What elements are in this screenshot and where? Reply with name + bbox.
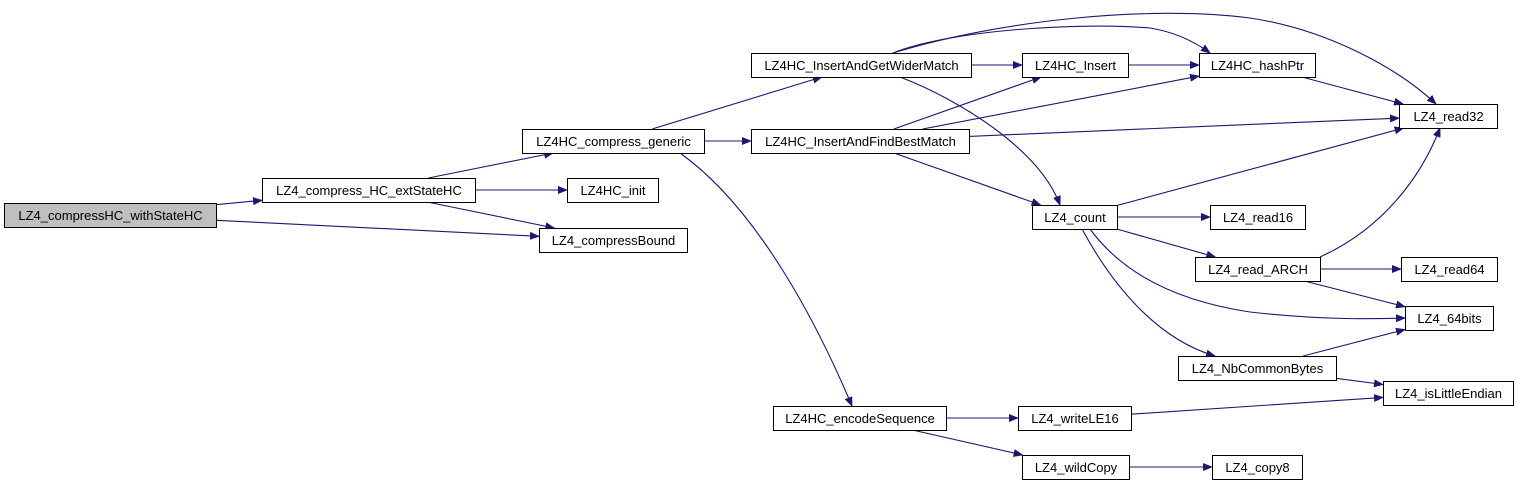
node-label: LZ4_read16	[1223, 210, 1293, 225]
edge-nbCommon-to-littleEndian	[1335, 377, 1384, 388]
node-box	[1210, 205, 1306, 230]
node-label: LZ4_isLittleEndian	[1395, 386, 1502, 401]
node-generic[interactable]: LZ4HC_compress_generic	[522, 129, 705, 154]
node-box	[1022, 455, 1130, 480]
edge-count-to-readArch	[1116, 228, 1217, 259]
node-box	[539, 228, 688, 253]
node-label: LZ4_compressHC_withStateHC	[18, 208, 202, 223]
edge-encodeSeq-to-wildCopy	[912, 429, 1024, 457]
node-readArch[interactable]: LZ4_read_ARCH	[1195, 257, 1321, 282]
edge-generic-to-encodeSeq	[679, 152, 853, 407]
node-label: LZ4HC_InsertAndGetWiderMatch	[764, 58, 958, 73]
node-label: LZ4_compressBound	[552, 233, 676, 248]
node-box	[1022, 53, 1129, 78]
node-label: LZ4HC_encodeSequence	[785, 411, 935, 426]
edges-layer	[215, 12, 1441, 471]
edge-withStateHC-to-extStateHC	[215, 197, 263, 206]
node-box	[1199, 53, 1316, 78]
node-label: LZ4_read32	[1413, 109, 1483, 124]
node-box	[773, 406, 947, 431]
edge-bestMatch-to-hc_insert	[893, 76, 1043, 130]
node-box	[1401, 257, 1498, 282]
node-box	[1405, 306, 1494, 331]
node-read16[interactable]: LZ4_read16	[1210, 205, 1306, 230]
edge-extStateHC-to-compressBound	[427, 201, 556, 231]
node-label: LZ4_copy8	[1225, 460, 1289, 475]
node-hc_init[interactable]: LZ4HC_init	[567, 178, 659, 203]
edge-count-to-nbCommon	[1081, 228, 1216, 358]
edge-readArch-to-read32	[1319, 127, 1441, 258]
edge-widerMatch-to-read32	[892, 12, 1437, 105]
edge-bestMatch-to-count	[893, 152, 1042, 206]
node-box	[262, 178, 476, 203]
node-read64[interactable]: LZ4_read64	[1401, 257, 1498, 282]
node-label: LZ4HC_hashPtr	[1211, 58, 1305, 73]
node-label: LZ4_64bits	[1417, 311, 1482, 326]
node-label: LZ4HC_Insert	[1035, 58, 1116, 73]
node-box	[567, 178, 659, 203]
edge-bestMatch-to-read32	[968, 114, 1400, 137]
edge-hashPtr-to-read32	[1301, 76, 1405, 106]
node-label: LZ4_read_ARCH	[1208, 262, 1308, 277]
node-writeLE16[interactable]: LZ4_writeLE16	[1018, 406, 1132, 431]
node-box	[751, 53, 972, 78]
node-hc_insert[interactable]: LZ4HC_Insert	[1022, 53, 1129, 78]
node-read32[interactable]: LZ4_read32	[1399, 104, 1498, 129]
edge-bestMatch-to-hashPtr	[922, 73, 1200, 130]
node-box	[1399, 104, 1498, 129]
node-count[interactable]: LZ4_count	[1032, 205, 1118, 230]
node-bits64[interactable]: LZ4_64bits	[1405, 306, 1494, 331]
node-box	[1032, 205, 1118, 230]
node-label: LZ4_NbCommonBytes	[1192, 361, 1324, 376]
node-compressBound[interactable]: LZ4_compressBound	[539, 228, 688, 253]
edge-count-to-bits64	[1089, 228, 1406, 323]
node-wildCopy[interactable]: LZ4_wildCopy	[1022, 455, 1130, 480]
node-bestMatch[interactable]: LZ4HC_InsertAndFindBestMatch	[751, 129, 970, 154]
node-label: LZ4_compress_HC_extStateHC	[276, 183, 462, 198]
node-extStateHC[interactable]: LZ4_compress_HC_extStateHC	[262, 178, 476, 203]
node-label: LZ4_read64	[1414, 262, 1484, 277]
node-label: LZ4_writeLE16	[1031, 411, 1118, 426]
node-label: LZ4_count	[1044, 210, 1106, 225]
node-box	[522, 129, 705, 154]
node-label: LZ4HC_InsertAndFindBestMatch	[765, 134, 956, 149]
node-nbCommon[interactable]: LZ4_NbCommonBytes	[1178, 356, 1337, 381]
edge-nbCommon-to-bits64	[1302, 327, 1406, 357]
node-box	[751, 129, 970, 154]
node-copy8[interactable]: LZ4_copy8	[1212, 455, 1303, 480]
edge-readArch-to-bits64	[1304, 280, 1406, 309]
edge-writeLE16-to-littleEndian	[1130, 394, 1384, 415]
node-label: LZ4HC_compress_generic	[536, 134, 691, 149]
edge-count-to-read32	[1116, 126, 1405, 207]
node-littleEndian[interactable]: LZ4_isLittleEndian	[1383, 381, 1514, 406]
edge-extStateHC-to-generic	[428, 150, 555, 179]
node-box	[1383, 381, 1514, 406]
node-box	[4, 203, 217, 228]
nodes-layer: LZ4_compressHC_withStateHC LZ4_compress_H…	[4, 53, 1514, 480]
node-hashPtr[interactable]: LZ4HC_hashPtr	[1199, 53, 1316, 78]
node-box	[1195, 257, 1321, 282]
node-label: LZ4_wildCopy	[1035, 460, 1118, 475]
edge-widerMatch-to-count	[899, 76, 1061, 206]
edge-generic-to-widerMatch	[652, 75, 823, 130]
node-box	[1018, 406, 1132, 431]
node-encodeSeq[interactable]: LZ4HC_encodeSequence	[773, 406, 947, 431]
node-withStateHC[interactable]: LZ4_compressHC_withStateHC	[4, 203, 217, 228]
edge-withStateHC-to-compressBound	[215, 219, 540, 240]
node-widerMatch[interactable]: LZ4HC_InsertAndGetWiderMatch	[751, 53, 972, 78]
node-box	[1178, 356, 1337, 381]
node-box	[1212, 455, 1303, 480]
node-label: LZ4HC_init	[580, 183, 645, 198]
